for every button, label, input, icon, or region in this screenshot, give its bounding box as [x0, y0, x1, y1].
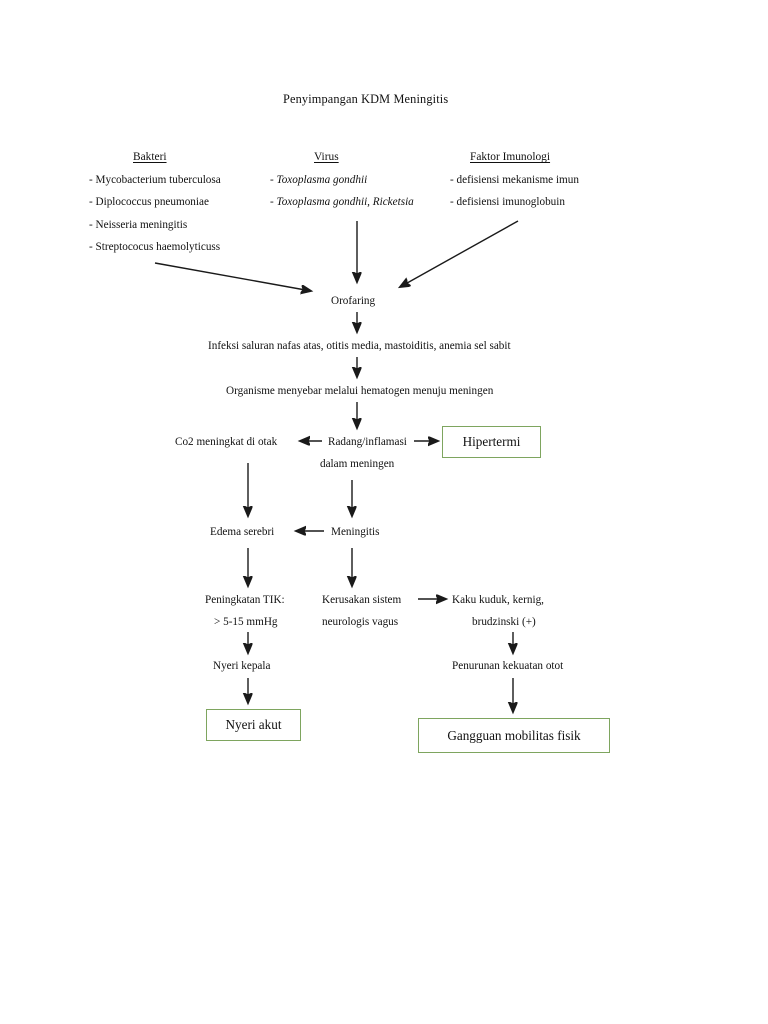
- arrow-faktor-imunologi-to-orofaring: [400, 220, 519, 287]
- node-peningkatan-tik-line1: Peningkatan TIK:: [205, 594, 285, 606]
- node-edema-serebri: Edema serebri: [210, 526, 275, 538]
- node-meningitis: Meningitis: [331, 526, 380, 538]
- node-kerusakan-sistem-line1: Kerusakan sistem: [322, 594, 402, 606]
- arrow-bakteri-to-orofaring: [154, 262, 311, 291]
- virus-item-1: - Toxoplasma gondhii: [270, 174, 368, 186]
- node-kerusakan-sistem-line2: neurologis vagus: [322, 616, 399, 628]
- node-co2-meningkat: Co2 meningkat di otak: [175, 436, 278, 448]
- node-radang-inflamasi-line1: Radang/inflamasi: [328, 436, 407, 448]
- bakteri-item-3: - Neisseria meningitis: [89, 219, 188, 231]
- column-heading-virus: Virus: [314, 151, 339, 163]
- node-infeksi-saluran-nafas: Infeksi saluran nafas atas, otitis media…: [208, 340, 511, 352]
- diagnosis-nyeri-akut-label: Nyeri akut: [225, 717, 282, 732]
- diagnosis-gangguan-mobilitas-fisik: Gangguan mobilitas fisik: [418, 718, 610, 753]
- node-organisme-menyebar: Organisme menyebar melalui hematogen men…: [226, 385, 494, 397]
- diagnosis-hipertermi-label: Hipertermi: [462, 434, 521, 449]
- node-orofaring: Orofaring: [331, 295, 376, 307]
- node-peningkatan-tik-line2: > 5-15 mmHg: [214, 616, 278, 628]
- diagnosis-nyeri-akut: Nyeri akut: [206, 709, 301, 741]
- column-heading-faktor-imunologi: Faktor Imunologi: [470, 151, 551, 163]
- faktor-imunologi-item-2: - defisiensi imunoglobuin: [450, 196, 565, 208]
- diagnosis-hipertermi: Hipertermi: [442, 426, 541, 458]
- page-title: Penyimpangan KDM Meningitis: [283, 92, 449, 106]
- node-penurunan-kekuatan-otot: Penurunan kekuatan otot: [452, 660, 564, 672]
- node-nyeri-kepala: Nyeri kepala: [213, 660, 271, 672]
- bakteri-item-1: - Mycobacterium tuberculosa: [89, 174, 221, 186]
- bakteri-item-4: - Streptococus haemolyticuss: [89, 241, 221, 253]
- bakteri-item-2: - Diplococcus pneumoniae: [89, 196, 209, 208]
- column-heading-bakteri: Bakteri: [133, 151, 167, 163]
- diagnosis-gangguan-mobilitas-fisik-label: Gangguan mobilitas fisik: [447, 727, 581, 743]
- node-kaku-kuduk-line1: Kaku kuduk, kernig,: [452, 594, 544, 606]
- faktor-imunologi-item-1: - defisiensi mekanisme imun: [450, 174, 579, 186]
- node-radang-inflamasi-line2: dalam meningen: [320, 458, 395, 470]
- virus-item-2: - Toxoplasma gondhii, Ricketsia: [270, 196, 414, 208]
- node-kaku-kuduk-line2: brudzinski (+): [472, 616, 536, 628]
